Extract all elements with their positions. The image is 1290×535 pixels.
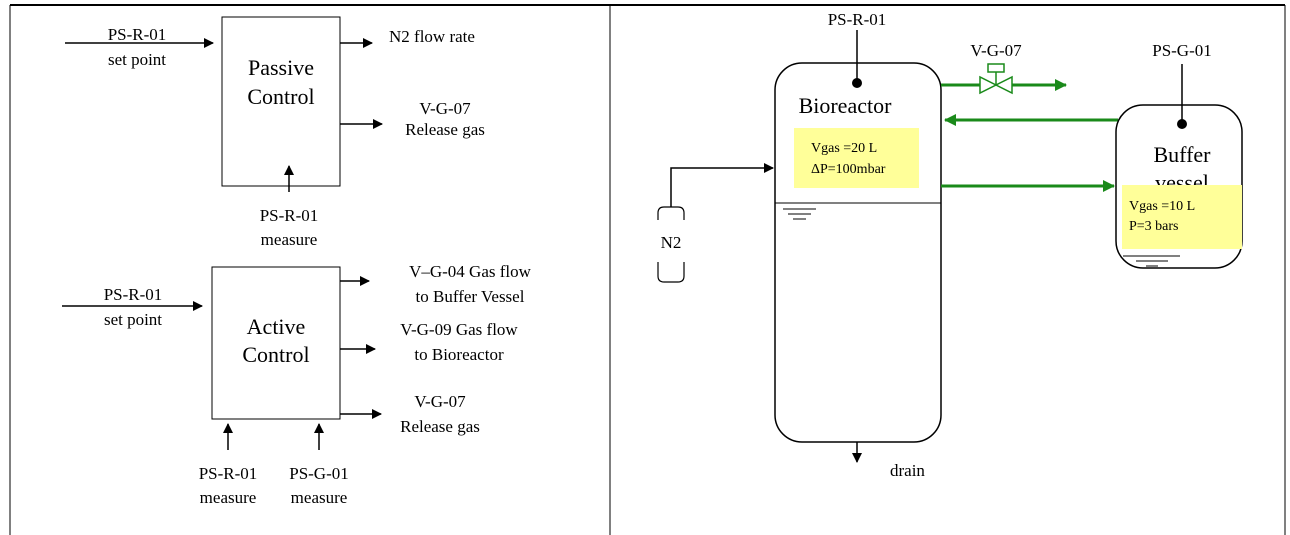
buffer-level-icon bbox=[1123, 255, 1180, 267]
bioreactor-level-icon bbox=[783, 208, 816, 220]
active-out2-label-2: to Bioreactor bbox=[414, 345, 504, 364]
bioreactor-title: Bioreactor bbox=[799, 93, 893, 118]
bioreactor-info-box bbox=[794, 128, 919, 188]
reactor-sensor-label: PS-R-01 bbox=[828, 10, 887, 29]
valve-actuator-head bbox=[987, 63, 1005, 73]
buffer-vgas: Vgas =10 L bbox=[1129, 199, 1195, 214]
buffer-pressure: P=3 bars bbox=[1129, 219, 1179, 234]
active-control-block: Active Control PS-R-01 set point V–G-04 … bbox=[62, 262, 532, 507]
active-measure1-label-2: measure bbox=[200, 488, 257, 507]
active-control-title-2: Control bbox=[242, 342, 309, 367]
process-schematic: Bioreactor Vgas =20 L ΔP=100mbar PS-R-01… bbox=[657, 10, 1243, 480]
active-setpoint-label-2: set point bbox=[104, 310, 162, 329]
passive-setpoint-label-1: PS-R-01 bbox=[108, 25, 167, 44]
active-measure2-label-1: PS-G-01 bbox=[289, 464, 349, 483]
passive-control-box bbox=[221, 16, 341, 187]
active-control-title-1: Active bbox=[247, 314, 306, 339]
active-out2-label-1: V-G-09 Gas flow bbox=[400, 320, 518, 339]
passive-measure-label-1: PS-R-01 bbox=[260, 206, 319, 225]
active-out1-label-2: to Buffer Vessel bbox=[416, 287, 525, 306]
passive-out1-label: N2 flow rate bbox=[389, 27, 475, 46]
active-setpoint-label-1: PS-R-01 bbox=[104, 285, 163, 304]
buffer-title-1: Buffer bbox=[1153, 142, 1211, 167]
n2-feed-line bbox=[670, 163, 774, 207]
active-control-box bbox=[211, 266, 341, 420]
buffer-sensor-label: PS-G-01 bbox=[1152, 41, 1212, 60]
passive-measure-label-2: measure bbox=[261, 230, 318, 249]
passive-control-title-2: Control bbox=[247, 84, 314, 109]
active-out1-label-1: V–G-04 Gas flow bbox=[409, 262, 532, 281]
active-out3-label-2: Release gas bbox=[400, 417, 480, 436]
passive-out2-label-1: V-G-07 bbox=[419, 99, 471, 118]
bioreactor-vessel bbox=[774, 62, 942, 443]
buffer-info-box bbox=[1122, 185, 1242, 249]
active-measure2-label-2: measure bbox=[291, 488, 348, 507]
passive-control-block: Passive Control PS-R-01 set point N2 flo… bbox=[65, 16, 485, 249]
active-measure1-label-1: PS-R-01 bbox=[199, 464, 258, 483]
passive-setpoint-label-2: set point bbox=[108, 50, 166, 69]
buffer-sensor-dot bbox=[1177, 119, 1187, 129]
passive-out2-label-2: Release gas bbox=[405, 120, 485, 139]
active-out3-label-1: V-G-07 bbox=[414, 392, 466, 411]
passive-control-title-1: Passive bbox=[248, 55, 314, 80]
n2-label: N2 bbox=[661, 233, 682, 252]
bioreactor-dp: ΔP=100mbar bbox=[811, 162, 886, 177]
bioreactor-vgas: Vgas =20 L bbox=[811, 141, 877, 156]
panel-frame bbox=[9, 4, 1286, 535]
valve-label: V-G-07 bbox=[970, 41, 1022, 60]
drain-label: drain bbox=[890, 461, 925, 480]
reactor-sensor-dot bbox=[852, 78, 862, 88]
